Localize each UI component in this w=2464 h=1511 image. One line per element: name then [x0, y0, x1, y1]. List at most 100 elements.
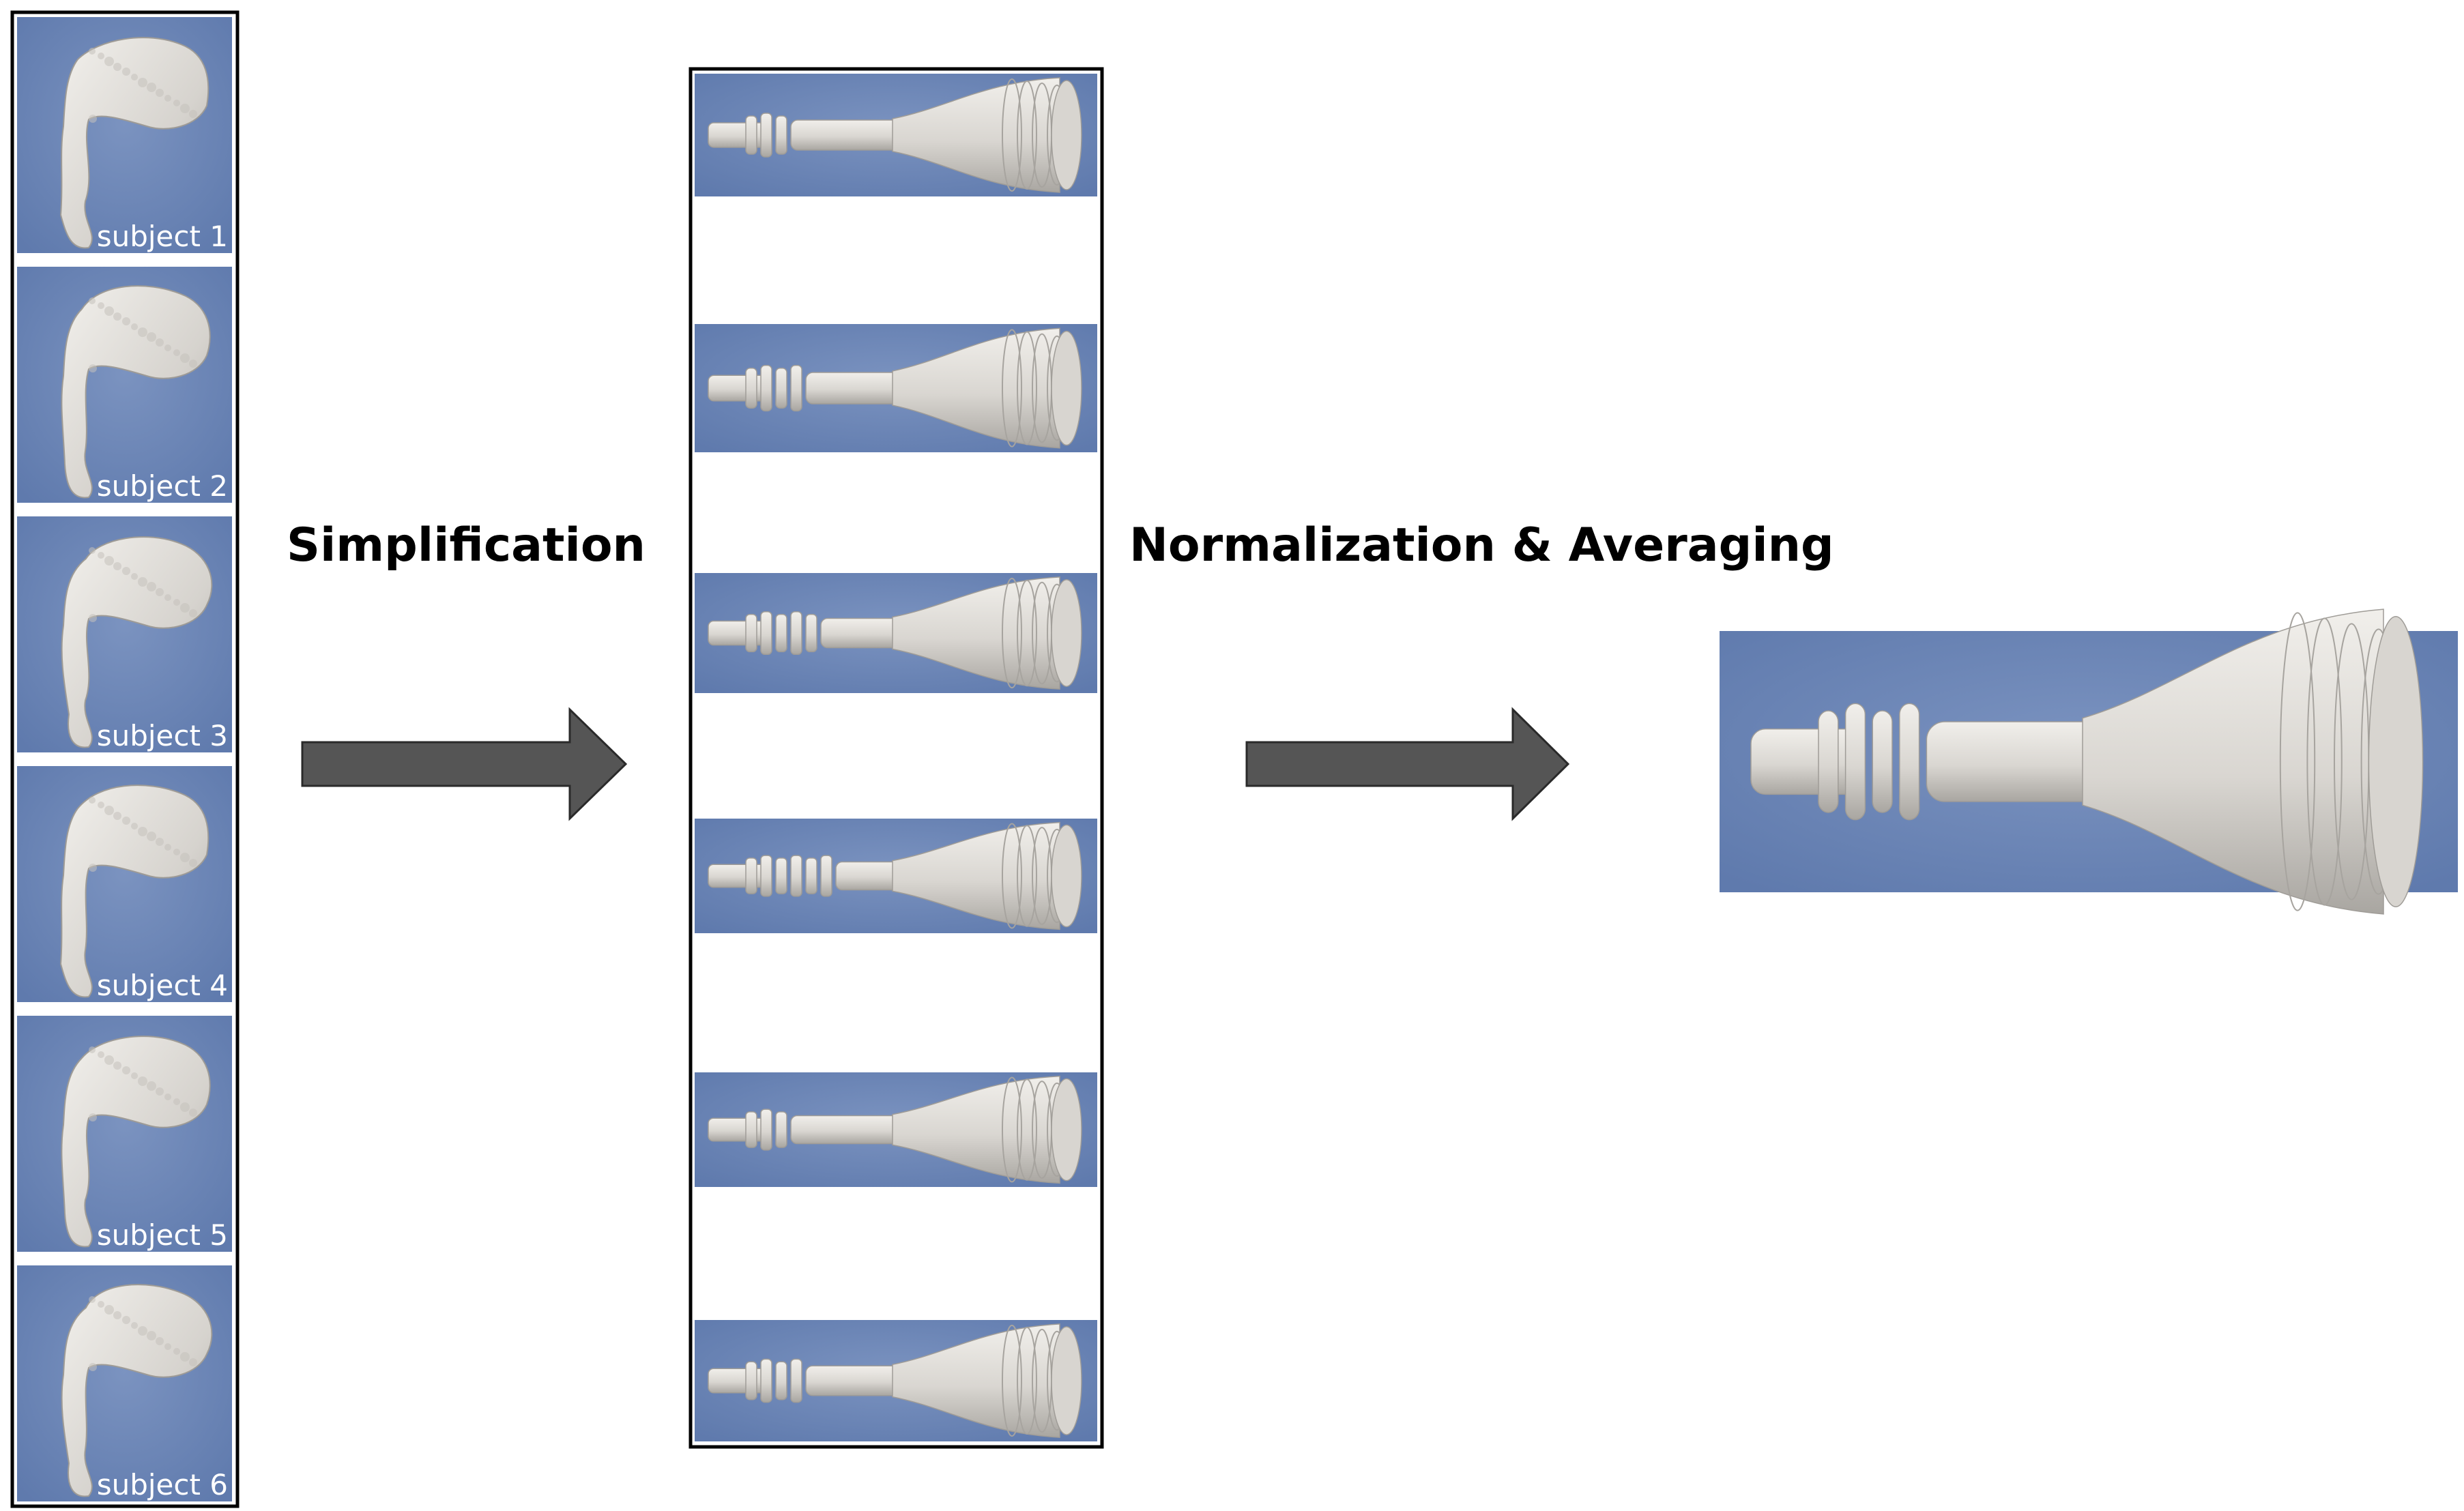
tube-bulb: [892, 821, 1060, 930]
subject-mesh: [61, 1284, 213, 1497]
subjects-column: subject 1 subject 2 subject 3 subject 4 subj…: [17, 17, 232, 1501]
mesh-texture: [138, 1076, 147, 1086]
tube-ring: [745, 1361, 757, 1400]
tube-ring: [1818, 710, 1839, 813]
tube-ring: [775, 1361, 787, 1400]
tube-mesh: [708, 327, 1082, 449]
mesh-texture: [173, 599, 180, 606]
subject-label: subject 6: [97, 1468, 228, 1501]
tube-ring: [745, 857, 757, 894]
mesh-texture: [173, 849, 180, 855]
subject-mesh: [59, 784, 209, 998]
tube-bulb: [892, 1075, 1060, 1184]
mesh-texture: [138, 577, 147, 587]
tube-ring: [790, 611, 802, 656]
subject-panel: subject 5: [17, 1016, 232, 1252]
bulb-ring: [1017, 579, 1037, 687]
normalization-label: Normalization & Averaging: [1129, 518, 1834, 572]
mesh-texture: [156, 1087, 164, 1096]
subject-label: subject 1: [97, 220, 228, 253]
bulb-cap: [1051, 579, 1082, 687]
mesh-texture: [98, 1301, 104, 1308]
mesh-texture: [131, 1072, 138, 1079]
mesh-texture: [104, 306, 114, 316]
mesh-texture: [138, 78, 147, 87]
tube-ring: [760, 364, 772, 412]
mesh-texture: [89, 1046, 96, 1053]
tube-ring: [775, 115, 787, 155]
mesh-texture: [98, 53, 104, 59]
mesh-texture: [164, 844, 171, 851]
mesh-texture: [89, 1296, 96, 1303]
mesh-texture: [98, 552, 104, 559]
simplification-label: Simplification: [287, 518, 646, 572]
simplified-panel: [695, 324, 1097, 452]
bulb-ring: [1017, 331, 1037, 445]
mesh-texture: [131, 323, 138, 330]
mesh-texture: [122, 1316, 130, 1324]
bulb-ring: [1017, 1326, 1037, 1435]
subject-panel: subject 6: [17, 1265, 232, 1501]
mesh-texture: [173, 1098, 180, 1105]
tube-ring: [1844, 703, 1866, 821]
tube-ring: [1872, 710, 1893, 813]
mesh-texture: [89, 547, 96, 554]
mesh-texture: [164, 344, 171, 351]
mesh-texture: [173, 1348, 180, 1355]
bulb-cap: [1051, 824, 1082, 928]
tube-neck: [1750, 728, 1862, 795]
bulb-ring: [1017, 825, 1037, 927]
mesh-texture: [189, 1109, 197, 1117]
mesh-texture: [131, 1322, 138, 1329]
mesh-texture: [189, 859, 197, 867]
mesh-texture: [89, 1113, 97, 1121]
tube-mesh: [708, 821, 1082, 930]
tube-ring: [760, 611, 772, 656]
mesh-texture: [180, 353, 190, 363]
mesh-texture: [138, 827, 147, 836]
simplified-panel: [695, 1320, 1097, 1441]
mesh-texture: [89, 614, 97, 622]
bulb-ring: [1002, 329, 1022, 448]
tube-ring: [775, 1111, 787, 1148]
bulb-cap: [1051, 80, 1082, 190]
mesh-texture: [89, 297, 96, 304]
bulb-ring: [1002, 1076, 1022, 1183]
mesh-texture: [131, 573, 138, 580]
tube-ring: [745, 1111, 757, 1148]
mesh-texture: [147, 83, 156, 92]
tube-mesh: [708, 576, 1082, 690]
subjects-frame: [10, 10, 240, 1508]
subject-mesh: [61, 285, 211, 499]
mesh-texture: [164, 1343, 171, 1350]
subject-label: subject 4: [97, 969, 228, 1002]
simplified-frame: [689, 67, 1104, 1449]
averaged-model-panel: [1720, 608, 2458, 915]
subject-label: subject 2: [97, 469, 228, 503]
mesh-texture: [147, 832, 156, 841]
mesh-texture: [131, 823, 138, 830]
mesh-texture: [113, 812, 121, 820]
tube-ring: [745, 613, 757, 653]
tube-bulb: [892, 576, 1060, 690]
mesh-texture: [122, 1066, 130, 1074]
bulb-cap: [1051, 330, 1082, 446]
mesh-texture: [89, 797, 96, 804]
mesh-texture: [156, 588, 164, 596]
tube-ring: [760, 1358, 772, 1403]
bulb-ring: [1002, 823, 1022, 929]
normalization-arrow: [1245, 707, 1570, 821]
tube-ring: [760, 113, 772, 158]
mesh-texture: [138, 327, 147, 337]
mesh-texture: [122, 317, 130, 325]
subject-mesh: [59, 37, 209, 249]
tube-ring: [805, 613, 817, 653]
mesh-texture: [164, 594, 171, 601]
subject-label: subject 3: [97, 719, 228, 752]
mesh-texture: [104, 1305, 114, 1315]
mesh-texture: [89, 115, 97, 123]
subject-panel: subject 3: [17, 516, 232, 752]
mesh-texture: [147, 1081, 156, 1091]
simplified-column: [695, 74, 1097, 1441]
mesh-texture: [104, 806, 114, 815]
